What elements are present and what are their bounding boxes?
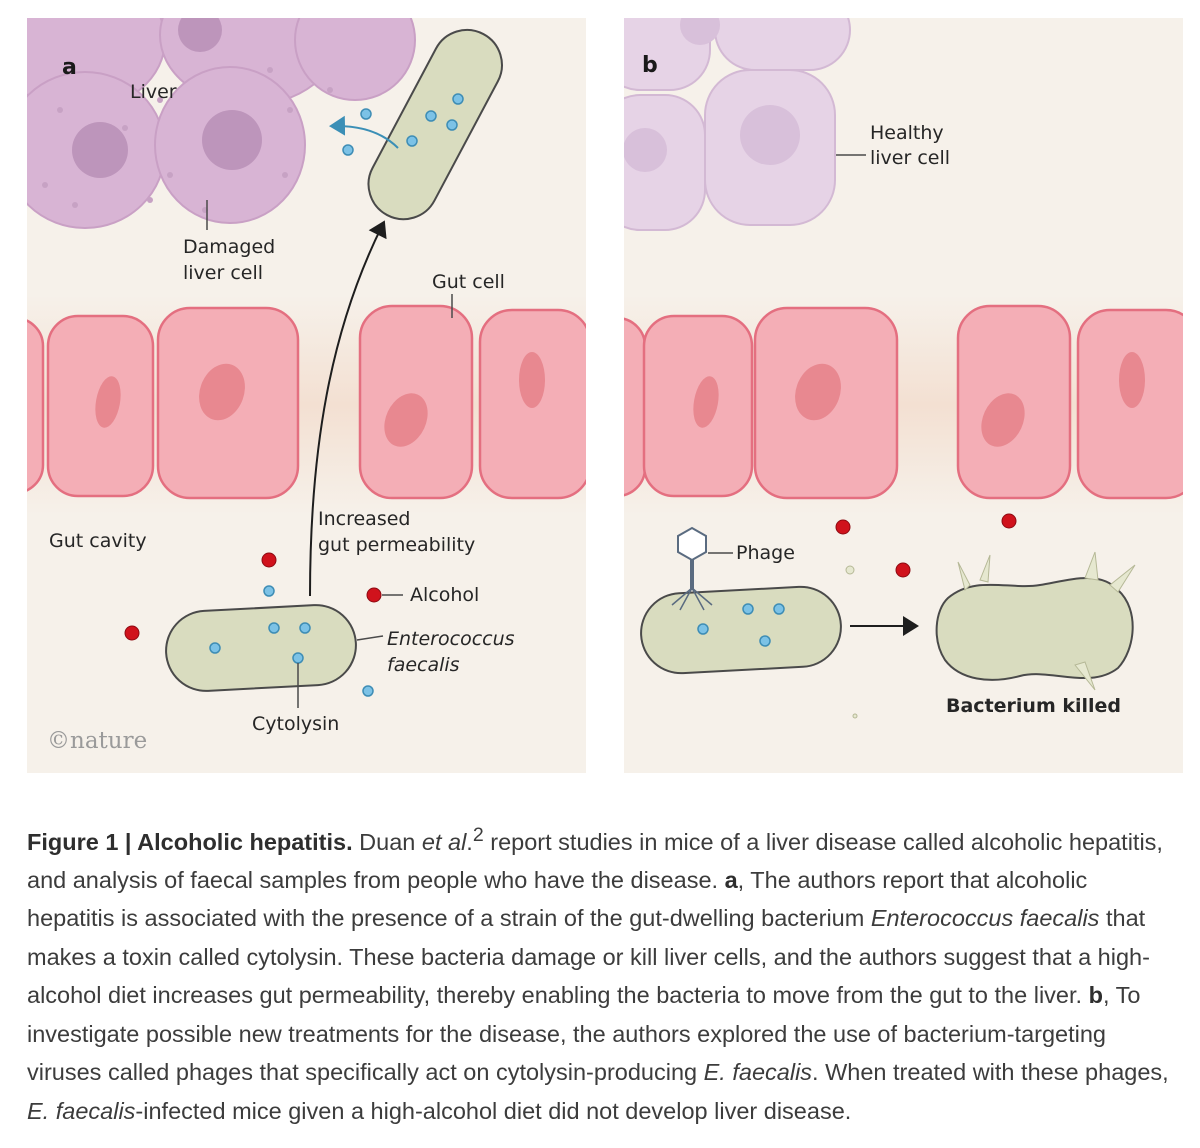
bacterium-near-liver (329, 28, 503, 221)
permeability-label-1: Increased (318, 508, 410, 530)
bacterium-in-gut (165, 585, 384, 708)
figure-caption: Figure 1 | Alcoholic hepatitis. Duan et … (27, 816, 1177, 1131)
killed-bacterium (845, 551, 1136, 719)
caption-reference[interactable]: 2 (472, 823, 484, 846)
caption-panel-a-letter: a (724, 866, 738, 893)
healthy-liver-cells (624, 18, 851, 231)
panel-b: b Healthy liver cell Phage Bacterium kil… (624, 18, 1183, 773)
damaged-cell-label-2: liver cell (183, 262, 263, 284)
alcohol-drops-b (835, 513, 1017, 578)
bacterium-label-1: Enterococcus (387, 628, 515, 650)
caption-species-3: E. faecalis (27, 1097, 136, 1124)
alcohol-label: Alcohol (410, 584, 479, 606)
caption-text-2: , The authors report that alcoholic hepa… (27, 866, 1088, 932)
healthy-liver-nuclei (624, 18, 800, 172)
caption-author: Duan (359, 828, 422, 855)
gut-cell-label: Gut cell (432, 271, 505, 293)
healthy-cell-label-2: liver cell (870, 147, 950, 169)
phage-icon (671, 526, 713, 611)
gut-cells-b (624, 304, 1183, 500)
damaged-cell-label-1: Damaged (183, 236, 275, 258)
liver-spots (42, 67, 333, 213)
caption-period: . (466, 828, 473, 855)
permeability-label-2: gut permeability (318, 534, 475, 556)
caption-panel-b-letter: b (1088, 982, 1103, 1009)
panel-a-letter: a (62, 55, 77, 80)
phage-label: Phage (736, 542, 795, 564)
gut-cells-a (27, 304, 586, 500)
gut-nuclei-a (95, 352, 545, 447)
bacterium-label-2: faecalis (387, 654, 460, 676)
alcohol-drops-a (124, 552, 382, 641)
caption-text-6: -infected mice given a high-alcohol diet… (135, 1097, 852, 1124)
bacterium-killed-label: Bacterium killed (946, 695, 1121, 717)
cytolysin-label: Cytolysin (252, 713, 339, 735)
panel-a: a Liver Damaged liver cell Gut cell Gut … (27, 18, 586, 773)
permeability-arrow (309, 220, 387, 597)
nature-credit: ©nature (47, 728, 147, 754)
caption-species-2: E. faecalis (703, 1059, 813, 1086)
caption-label: Figure 1 | Alcoholic hepatitis. (27, 828, 353, 855)
figure-illustration: a Liver Damaged liver cell Gut cell Gut … (27, 18, 1183, 773)
gut-cavity-label: Gut cavity (49, 530, 147, 552)
bacterium-with-phage (640, 585, 842, 675)
caption-text-3: that makes a toxin called cytolysin. The… (27, 905, 1150, 1009)
gut-nuclei-b (693, 352, 1145, 447)
panel-b-letter: b (642, 53, 658, 78)
caption-text-4: , To investigate possible new treatments… (27, 982, 1141, 1086)
caption-text-1: report studies in mice of a liver diseas… (27, 828, 1163, 893)
caption-species-1: Enterococcus faecalis (870, 905, 1100, 932)
healthy-cell-label-1: Healthy (870, 122, 944, 144)
caption-et-al: et al (421, 828, 467, 855)
liver-label: Liver (130, 81, 177, 103)
liver-nuclei (72, 18, 262, 178)
caption-text-5: . When treated with these phages, (812, 1059, 1169, 1086)
